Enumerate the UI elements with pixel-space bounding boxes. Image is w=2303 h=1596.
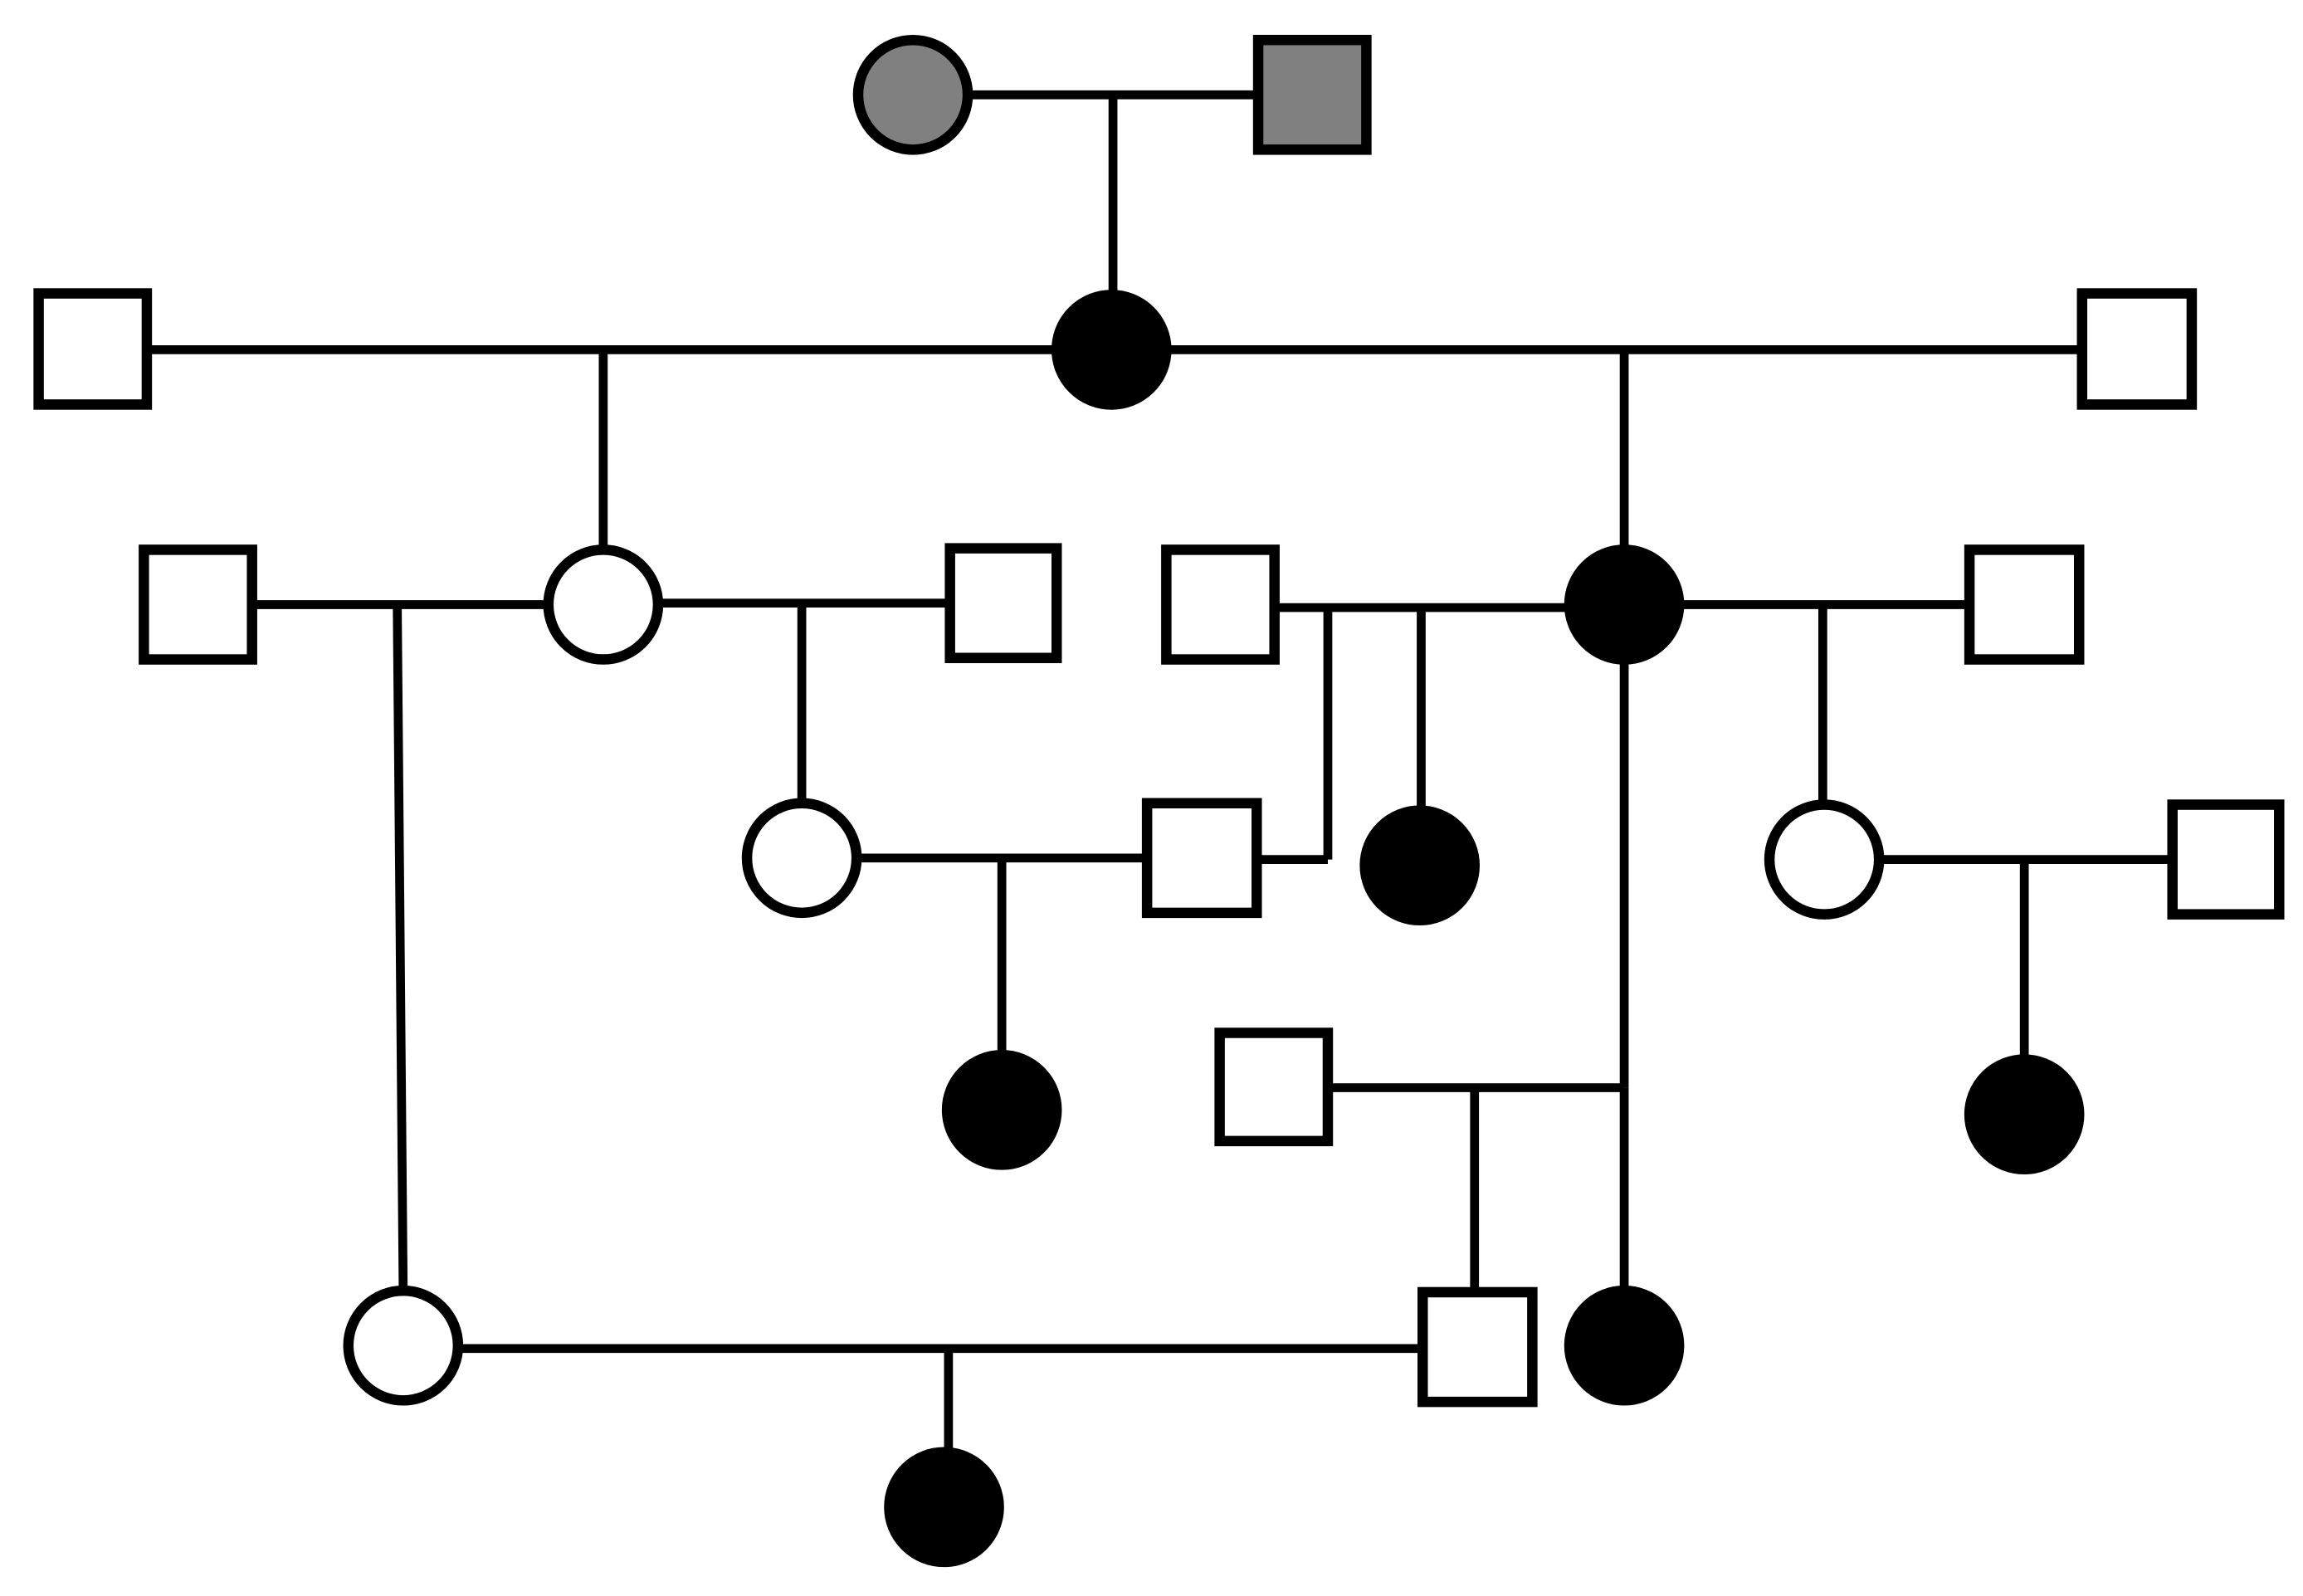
descent-line <box>393 604 408 1291</box>
unaffected-male <box>1964 544 2085 665</box>
unaffected-female <box>343 1285 464 1406</box>
founder-female <box>852 34 973 155</box>
unaffected-female <box>741 798 862 919</box>
founder-male <box>1252 34 1372 155</box>
pedigree-lines <box>148 90 2171 1452</box>
unaffected-male <box>1214 1027 1334 1147</box>
pedigree-individuals <box>33 34 2285 1568</box>
unaffected-male <box>2076 288 2198 410</box>
unaffected-male <box>33 288 153 410</box>
unaffected-female <box>1764 799 1885 920</box>
unaffected-male <box>1141 798 1262 919</box>
affected-female <box>1564 1285 1685 1406</box>
unaffected-male <box>139 544 257 665</box>
unaffected-male <box>2167 799 2285 920</box>
affected-female <box>1564 544 1685 665</box>
affected-female <box>1359 805 1480 926</box>
unaffected-male <box>1161 544 1280 665</box>
unaffected-male <box>944 543 1062 664</box>
affected-female <box>1964 1054 2085 1175</box>
affected-female <box>941 1050 1062 1170</box>
unaffected-male <box>1417 1286 1538 1408</box>
affected-female <box>1051 290 1172 410</box>
unaffected-female <box>543 544 664 665</box>
affected-female <box>884 1447 1004 1568</box>
